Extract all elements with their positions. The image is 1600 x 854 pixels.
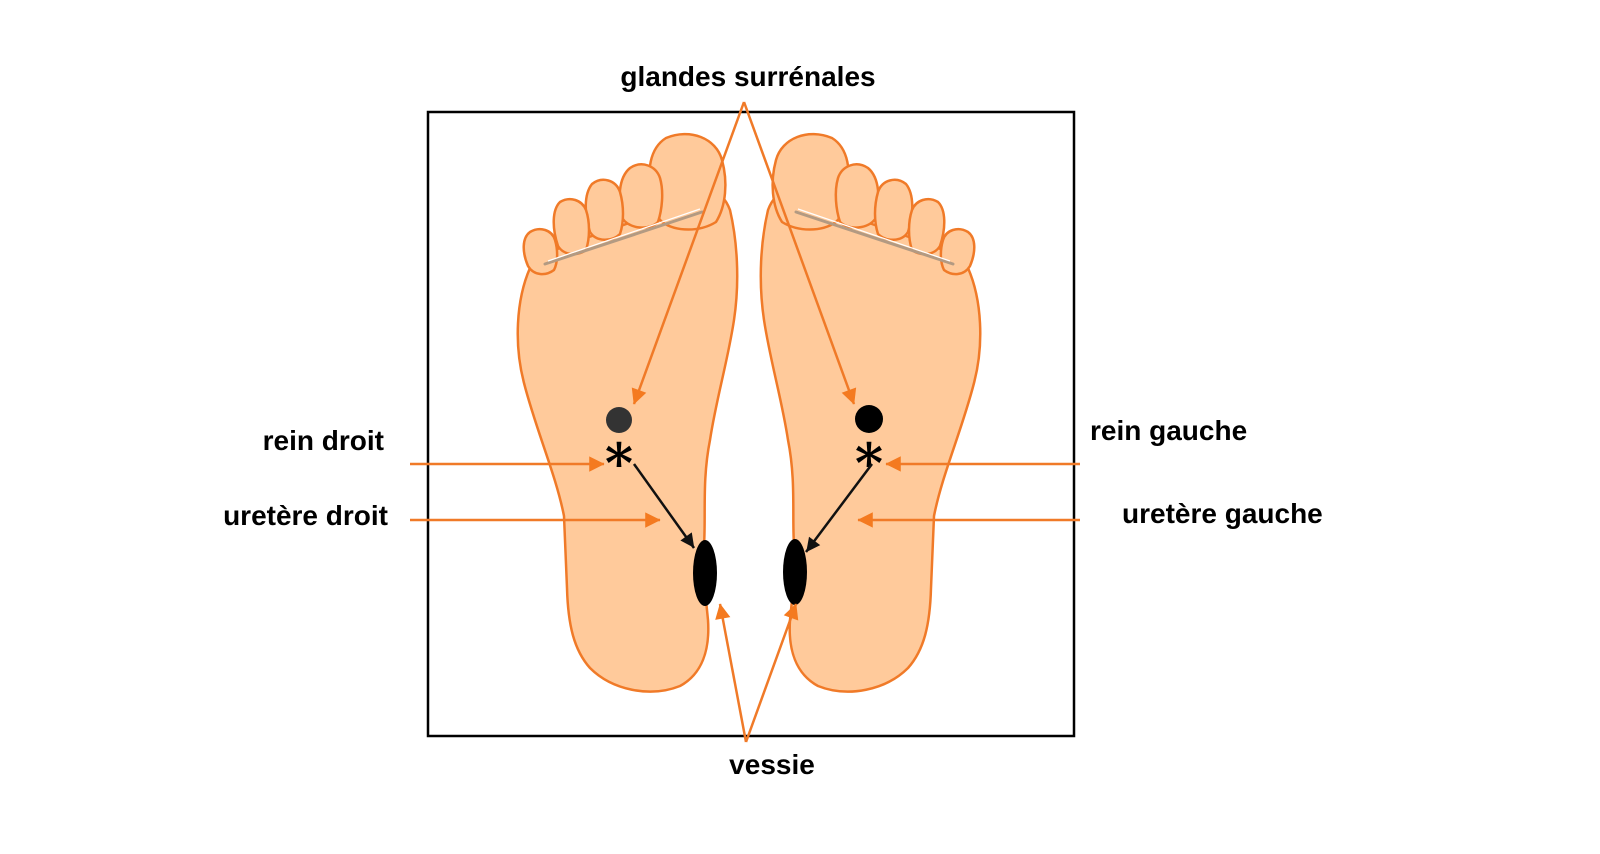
left-foot-toe-crease — [794, 210, 955, 266]
diagram-frame — [426, 110, 1076, 738]
label-kidney-right: rein droit — [263, 425, 384, 456]
right-foot — [516, 132, 739, 693]
left-foot-toe-2 — [834, 163, 880, 229]
right-foot-toe-5 — [522, 228, 559, 276]
right-foot-toe-crease — [543, 210, 704, 266]
left-foot-toe-5 — [939, 228, 976, 276]
right-bladder-marker — [693, 540, 717, 606]
left-bladder-marker — [783, 539, 807, 605]
adrenal-arrow-right — [631, 101, 746, 405]
right-ureter-path-arrow — [632, 463, 696, 549]
left-kidney-marker: * — [855, 431, 883, 495]
label-bladder: vessie — [729, 749, 815, 780]
left-adrenal-marker — [855, 405, 883, 433]
left-foot-toe-4 — [907, 198, 946, 256]
right-foot-toe-4 — [552, 198, 591, 256]
adrenal-arrow-left — [742, 101, 857, 405]
right-adrenal-marker — [606, 407, 632, 433]
bladder-arrow-right — [715, 603, 748, 743]
left-foot-toe-3 — [873, 178, 914, 241]
label-ureter-right: uretère droit — [223, 500, 388, 531]
bladder-arrow-left — [744, 603, 799, 743]
right-foot-toe-2 — [618, 163, 664, 229]
label-kidney-left: rein gauche — [1090, 415, 1247, 446]
right-kidney-marker: * — [605, 431, 633, 495]
label-adrenal: glandes surrénales — [620, 61, 875, 92]
left-ureter-path-arrow — [805, 463, 873, 553]
right-foot-toe-3 — [584, 178, 625, 241]
label-ureter-left: uretère gauche — [1122, 498, 1323, 529]
left-foot — [759, 132, 982, 693]
